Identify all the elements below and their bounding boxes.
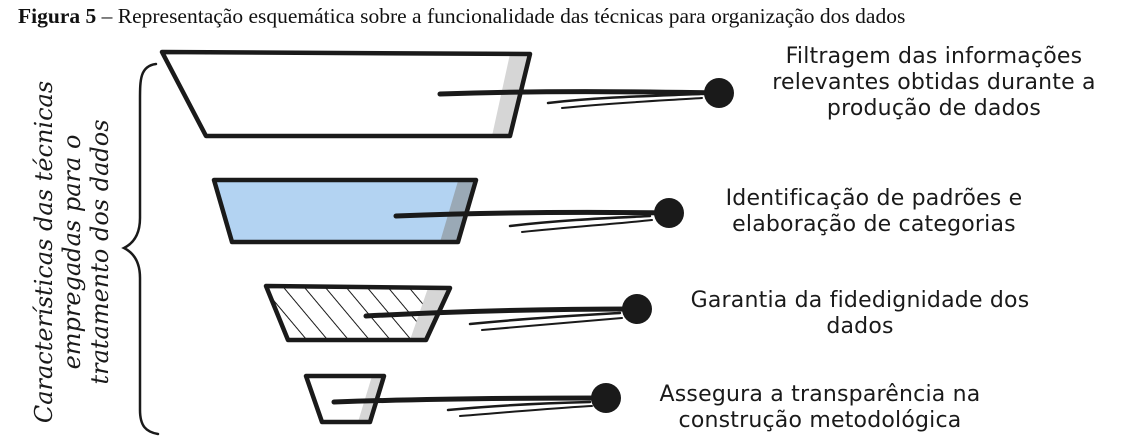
figure-label: Figura 5 [18,4,97,28]
level-3-line-1: Garantia da fidedignidade dos [690,288,1030,313]
bullet-dot-4 [591,383,621,413]
level-4-line-2: construção metodológica [678,408,962,433]
funnel-level-1 [159,49,533,139]
level-3-label: Garantia da fidedignidade dos dados [660,288,1060,340]
connector-level-1 [437,78,734,109]
bullet-dot-2 [654,198,684,228]
level-3-line-2: dados [826,314,894,339]
level-1-line-2: relevantes obtidas durante a [772,70,1096,95]
side-label: Características das técnicas empregadas … [30,81,114,423]
curly-brace [121,62,160,436]
side-label-line-1: Características das técnicas [30,80,58,424]
level-1-line-3: produção de dados [826,96,1042,121]
connector-level-4 [331,383,621,417]
side-label-line-3: tratamento dos dados [86,119,114,385]
side-label-line-2: empregadas para o [58,134,86,370]
caption-text: Representação esquemática sobre a funcio… [117,4,906,28]
caption-separator: – [96,4,118,28]
funnel-level-2 [211,177,479,245]
level-1-label: Filtragem das informações relevantes obt… [744,44,1124,122]
figure-caption: Figura 5 – Representação esquemática sob… [18,4,905,29]
connector-level-3 [363,294,652,331]
level-4-label: Assegura a transparência na construção m… [630,382,1010,434]
level-2-label: Identificação de padrões e elaboração de… [694,186,1054,238]
connector-level-2 [393,198,684,233]
bullet-dot-1 [704,78,734,108]
level-2-line-1: Identificação de padrões e [725,186,1023,211]
level-4-line-1: Assegura a transparência na [659,382,981,407]
level-2-line-2: elaboração de categorias [732,212,1016,237]
level-1-line-1: Filtragem das informações [785,44,1083,69]
bullet-dot-3 [622,294,652,324]
